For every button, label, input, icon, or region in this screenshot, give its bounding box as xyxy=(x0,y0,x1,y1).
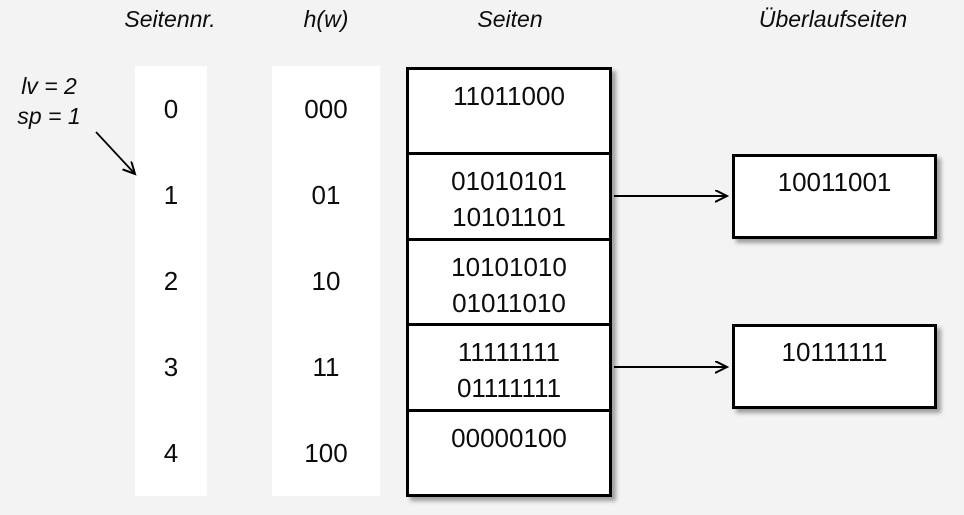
column-header-ueberlaufseiten: Überlaufseiten xyxy=(758,6,908,32)
page-cell-1: 01010101 10101101 xyxy=(409,152,609,237)
page-value: 11011000 xyxy=(453,81,565,111)
hw-column: 000 01 10 11 100 xyxy=(272,66,380,496)
column-header-hw: h(w) xyxy=(303,6,349,32)
page-value: 10101101 xyxy=(452,202,566,233)
overflow-value: 10011001 xyxy=(777,167,892,197)
hw-value-2: 10 xyxy=(311,265,341,296)
seitennr-value-0: 0 xyxy=(163,93,179,124)
column-header-seiten: Seiten xyxy=(477,6,543,32)
seitennr-value-1: 1 xyxy=(163,179,179,210)
page-cell-0: 11011000 xyxy=(409,70,609,152)
page-cell-4: 00000100 xyxy=(409,408,609,494)
annotation-sp: sp = 1 xyxy=(17,103,81,129)
page-cell-3: 11111111 01111111 xyxy=(409,323,609,408)
hw-value-3: 11 xyxy=(312,351,340,382)
sp-pointer-arrow xyxy=(95,131,135,174)
pages-table: 11011000 01010101 10101101 10101010 0101… xyxy=(406,67,612,497)
page-value: 01111111 xyxy=(456,373,562,404)
annotation-lv: lv = 2 xyxy=(21,73,77,99)
overflow-value: 10111111 xyxy=(781,337,888,367)
seitennr-value-3: 3 xyxy=(163,351,179,382)
page-value: 00000100 xyxy=(451,422,567,453)
page-cell-2: 10101010 01011010 xyxy=(409,237,609,323)
page-value: 01010101 xyxy=(451,166,567,197)
hw-value-0: 000 xyxy=(304,93,348,124)
column-header-seitennr: Seitennr. xyxy=(124,6,216,32)
page-value: 01011010 xyxy=(452,287,566,318)
overflow-box-row-3: 10111111 xyxy=(732,324,937,409)
seitennr-column: 0 1 2 3 4 xyxy=(135,66,207,496)
page-value: 10101010 xyxy=(451,251,567,282)
seitennr-value-4: 4 xyxy=(163,437,179,468)
page-value: 11111111 xyxy=(457,337,561,368)
seitennr-value-2: 2 xyxy=(163,265,179,296)
overflow-box-row-1: 10011001 xyxy=(732,154,937,239)
hw-value-1: 01 xyxy=(311,179,341,210)
hw-value-4: 100 xyxy=(304,437,348,468)
state-annotation: lv = 2 sp = 1 xyxy=(6,71,92,131)
